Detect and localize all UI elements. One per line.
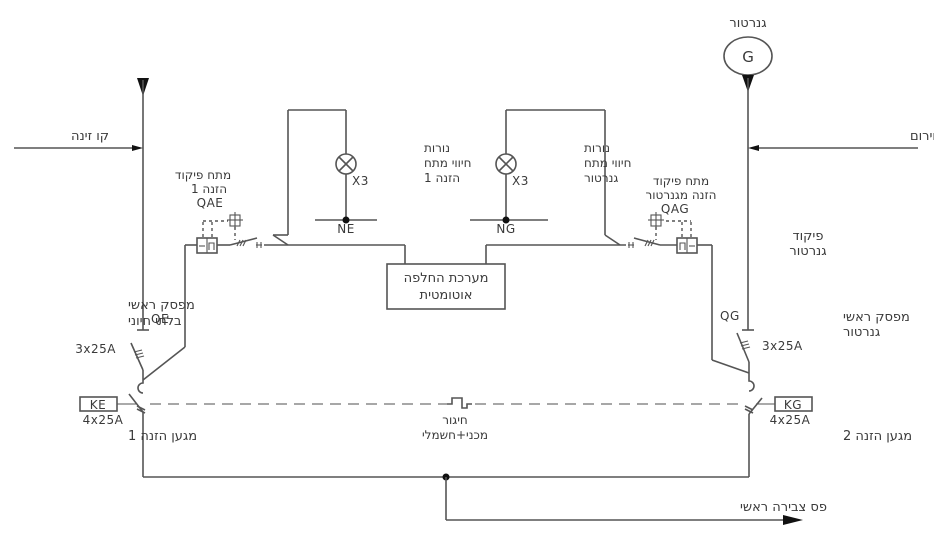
lamp-feed1-line2: חיווי מתח	[424, 156, 471, 170]
ke-code: KE	[90, 398, 106, 412]
kg-code: KG	[784, 398, 802, 412]
qae-label-line1: מתח פיקוד	[175, 168, 231, 182]
generator-supply-arrow-icon	[748, 145, 759, 151]
qae-code: QAE	[197, 196, 224, 210]
generator-symbol-letter: G	[742, 48, 754, 66]
qae-label-line2: הזנה 1	[191, 182, 227, 196]
qg-breaker-blade	[736, 332, 750, 363]
lamp-generator-line1: נורות	[584, 141, 610, 155]
ats-controller: מערכת החלפה אוטומטית	[386, 263, 506, 310]
main-busbar: פס צבירה ראשי	[143, 473, 827, 525]
ats-label-line2: אוטומטית	[420, 288, 473, 303]
ats-label-line1: מערכת החלפה	[404, 271, 489, 286]
lamp-feed1-count: X3	[352, 174, 369, 188]
qe-rating: 3x25A	[75, 342, 116, 356]
qag-control-knob-icon	[648, 212, 664, 229]
qg-label-line2: גנרטור	[843, 325, 880, 340]
lamp-generator-line2: חיווי מתח	[584, 156, 631, 170]
qag-label-line1: מתח פיקוד	[653, 174, 709, 188]
main-busbar-label: פס צבירה ראשי	[740, 500, 827, 515]
qe-code: QE	[151, 312, 169, 326]
ats-controller-box	[386, 263, 506, 310]
qe-breaker-blade	[130, 342, 144, 371]
kg-label: מגען הזנה 2	[843, 429, 912, 444]
generator-supply-label: הזנה מגנרטור חירום	[910, 129, 934, 144]
interlock: חיגור מכני+חשמלי	[150, 397, 742, 442]
ke-rating: 4x25A	[83, 413, 124, 427]
qe-label-line2: בלתי חיוני	[128, 314, 182, 329]
qg-code: QG	[720, 309, 740, 323]
neutral-ng-label: NG	[496, 222, 515, 236]
kg-contactor-hook	[748, 373, 755, 392]
lamp-generator-line3: גנרטור	[584, 171, 618, 185]
grid-supply-label: קו זינה	[71, 129, 109, 144]
generator-label: גנרטור	[729, 16, 766, 31]
lamp-feed1-line3: הזנה 1	[424, 171, 460, 185]
interlock-line2: מכני+חשמלי	[422, 428, 488, 442]
qag-label-line2: הזנה מגנרטור	[646, 188, 717, 202]
kg-rating: 4x25A	[770, 413, 811, 427]
interlock-line1: חיגור	[442, 413, 468, 427]
lamp-generator-icon	[495, 153, 517, 175]
qg-rating: 3x25A	[762, 339, 803, 353]
lamp-generator-count: X3	[512, 174, 529, 188]
control-circuit-feed1: מתח פיקוד הזנה 1 QAE NE X3 נורות חיווי מ…	[175, 109, 471, 347]
generator-control-line2: גנרטור	[789, 244, 826, 259]
grid-feed-branch: קו זינה QE 3x25A מפסק ראשי בלתי חיוני KE…	[14, 78, 197, 477]
grid-supply-arrow-icon	[132, 145, 143, 151]
control-circuit-generator: מתח פיקוד הזנה מגנרטור QAG NG X3 נורות ח…	[470, 109, 717, 360]
busbar-output-arrow-icon	[783, 515, 803, 525]
ke-contactor-blade	[128, 393, 144, 413]
lamp-feed1-icon	[335, 153, 357, 175]
qg-label-line1: מפסק ראשי	[843, 310, 910, 325]
lamp-feed1-line1: נורות	[424, 141, 450, 155]
qag-code: QAG	[661, 202, 689, 216]
qae-control-knob-icon	[227, 212, 243, 229]
ke-contactor-hook	[137, 380, 144, 394]
generator-control-line1: פיקוד	[793, 229, 824, 244]
generator-feed-branch: G גנרטור הזנה מגנרטור חירום פיקוד גנרטור…	[711, 16, 934, 477]
neutral-ne-label: NE	[337, 222, 355, 236]
ke-label: מגען הזנה 1	[128, 429, 197, 444]
qe-label-line1: מפסק ראשי	[128, 298, 195, 313]
